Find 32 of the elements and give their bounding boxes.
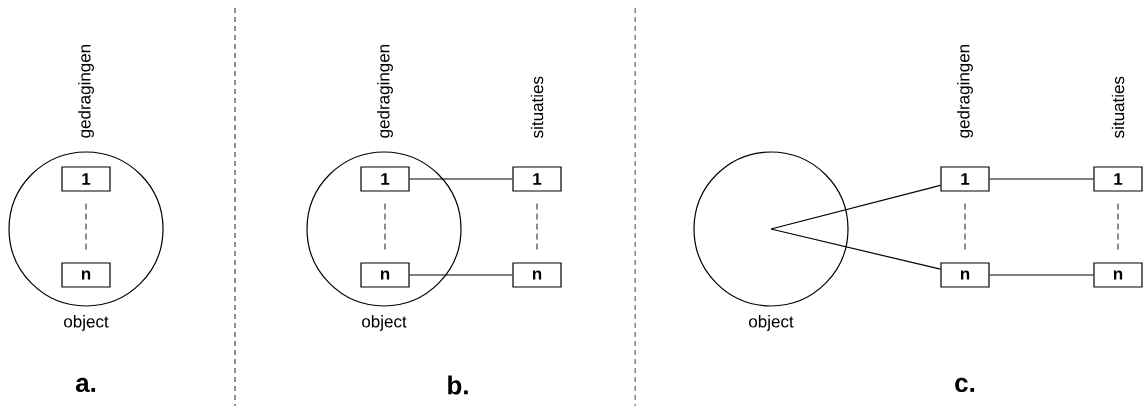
- number-box: 1: [61, 166, 111, 192]
- column-heading: gedragingen: [78, 45, 94, 138]
- connector-line: [989, 274, 1094, 276]
- object-label: object: [749, 315, 794, 331]
- column-heading: situaties: [530, 76, 544, 138]
- connector-line: [989, 178, 1094, 180]
- column-heading: situaties: [1111, 76, 1125, 138]
- panel-letter: a.: [75, 377, 96, 393]
- number-box: 1: [512, 166, 562, 192]
- column-heading: gedragingen: [957, 45, 973, 138]
- connector-line: [409, 178, 513, 180]
- column-heading: gedragingen: [377, 45, 393, 138]
- dashed-line: [85, 203, 87, 252]
- number-box: n: [360, 262, 410, 288]
- dashed-line: [964, 203, 966, 252]
- number-box: n: [61, 262, 111, 288]
- dashed-line: [1117, 203, 1119, 252]
- number-box: 1: [940, 166, 990, 192]
- number-box: n: [1093, 262, 1143, 288]
- dashed-line: [384, 203, 386, 252]
- connector-line: [770, 184, 941, 230]
- number-box: 1: [360, 166, 410, 192]
- object-label: object: [362, 315, 407, 331]
- object-label: object: [64, 315, 109, 331]
- number-box: 1: [1093, 166, 1143, 192]
- connector-line: [409, 274, 513, 276]
- panel-letter: b.: [448, 375, 468, 395]
- number-box: n: [512, 262, 562, 288]
- panel-letter: c.: [955, 377, 975, 393]
- number-box: n: [940, 262, 990, 288]
- dashed-line: [536, 203, 538, 252]
- connector-line: [770, 228, 941, 270]
